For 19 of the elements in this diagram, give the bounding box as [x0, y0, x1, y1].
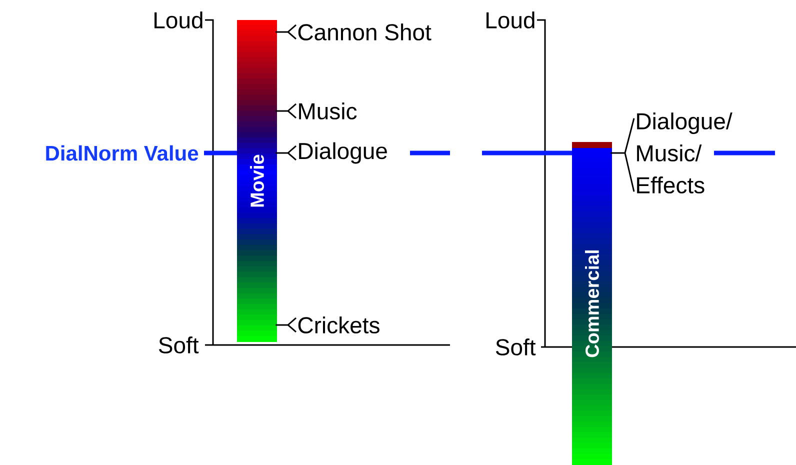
- callout-text: Music: [299, 102, 357, 120]
- pointer-bracket: [274, 103, 297, 119]
- pointer-bracket: [610, 118, 635, 192]
- axis-label: Loud: [486, 12, 534, 28]
- axis-label: DialNorm Value: [46, 145, 198, 161]
- callout-text: Dialogue/ Music/ Effects: [637, 112, 732, 194]
- axis-label: Soft: [496, 338, 536, 356]
- gradient-bar: Commercial: [572, 142, 612, 465]
- pointer-bracket: [274, 317, 297, 333]
- pointer-bracket: [274, 145, 297, 161]
- gradient-bar: Movie: [237, 20, 277, 342]
- node-label: Commercial: [585, 250, 599, 358]
- axis-label: Soft: [158, 336, 199, 354]
- callout-text: Crickets: [298, 316, 380, 334]
- callout-text: Cannon Shot: [298, 24, 432, 40]
- node-label: Movie: [250, 154, 264, 207]
- pointer-bracket: [274, 24, 297, 40]
- callout-text: Dialogue: [299, 142, 387, 164]
- axis-label: Loud: [154, 12, 202, 28]
